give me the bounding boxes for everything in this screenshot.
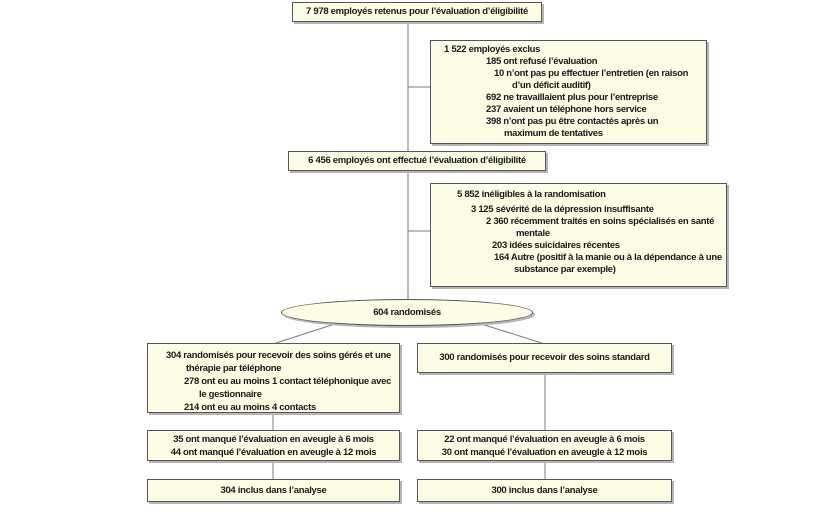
analyzed-control-label: 300 inclus dans l’analyse xyxy=(491,484,598,496)
ineligible-reason: 3 125 sévérité de la dépression insuffis… xyxy=(471,204,654,215)
randomized-label: 604 randomisés xyxy=(373,306,441,318)
eligibility-completed-label: 6 456 employés ont effectué l’évaluation… xyxy=(308,155,526,166)
box-arm-control: 300 randomisés pour recevoir des soins s… xyxy=(417,343,672,373)
arm-intervention-line: 304 randomisés pour recevoir des soins g… xyxy=(166,350,391,374)
box-missed-control: 22 ont manqué l’évaluation en aveugle à … xyxy=(417,430,672,461)
missed-control-line: 30 ont manqué l’évaluation en aveugle à … xyxy=(441,446,648,458)
connector-randomized-to-control xyxy=(474,321,546,345)
box-excluded: 1 522 employés exclus 185 ont refusé l’é… xyxy=(430,40,707,144)
box-eligibility-assessed: 7 978 employés retenus pour l’évaluation… xyxy=(292,2,542,22)
missed-intervention-line: 35 ont manqué l’évaluation en aveugle à … xyxy=(173,433,374,445)
ellipse-randomized: 604 randomisés xyxy=(281,299,533,326)
box-ineligible: 5 852 inéligibles à la randomisation 3 1… xyxy=(430,183,727,287)
missed-control-line: 22 ont manqué l’évaluation en aveugle à … xyxy=(444,433,645,445)
box-eligibility-completed: 6 456 employés ont effectué l’évaluation… xyxy=(288,151,546,171)
excluded-reason: 398 n’ont pas pu être contactés après un… xyxy=(486,116,659,139)
excluded-reason: 10 n’ont pas pu effectuer l’entretien (e… xyxy=(494,68,689,91)
connector-randomized-to-intervention xyxy=(272,321,342,345)
ineligible-reason: 164 Autre (positif à la manie ou à la dé… xyxy=(494,252,722,275)
box-arm-intervention: 304 randomisés pour recevoir des soins g… xyxy=(147,343,400,413)
ineligible-title: 5 852 inéligibles à la randomisation xyxy=(457,189,606,200)
excluded-reason: 692 ne travaillaient plus pour l’entrepr… xyxy=(486,92,658,103)
ineligible-reason: 203 idées suicidaires récentes xyxy=(492,240,620,251)
arm-intervention-line: 214 ont eu au moins 4 contacts xyxy=(184,402,316,413)
excluded-reason: 237 avaient un téléphone hors service xyxy=(486,104,647,115)
excluded-reason: 185 ont refusé l’évaluation xyxy=(486,56,598,67)
box-analyzed-control: 300 inclus dans l’analyse xyxy=(417,479,672,502)
arm-intervention-line: 278 ont eu au moins 1 contact téléphoniq… xyxy=(184,376,392,400)
eligibility-assessed-label: 7 978 employés retenus pour l’évaluation… xyxy=(306,6,528,17)
excluded-title: 1 522 employés exclus xyxy=(444,44,541,55)
missed-intervention-line: 44 ont manqué l’évaluation en aveugle à … xyxy=(170,446,377,458)
analyzed-intervention-label: 304 inclus dans l’analyse xyxy=(220,484,327,496)
box-analyzed-intervention: 304 inclus dans l’analyse xyxy=(147,479,400,502)
arm-control-label: 300 randomisés pour recevoir des soins s… xyxy=(439,352,650,363)
ineligible-reason: 2 360 récemment traités en soins spécial… xyxy=(486,216,715,239)
box-missed-intervention: 35 ont manqué l’évaluation en aveugle à … xyxy=(147,430,400,461)
